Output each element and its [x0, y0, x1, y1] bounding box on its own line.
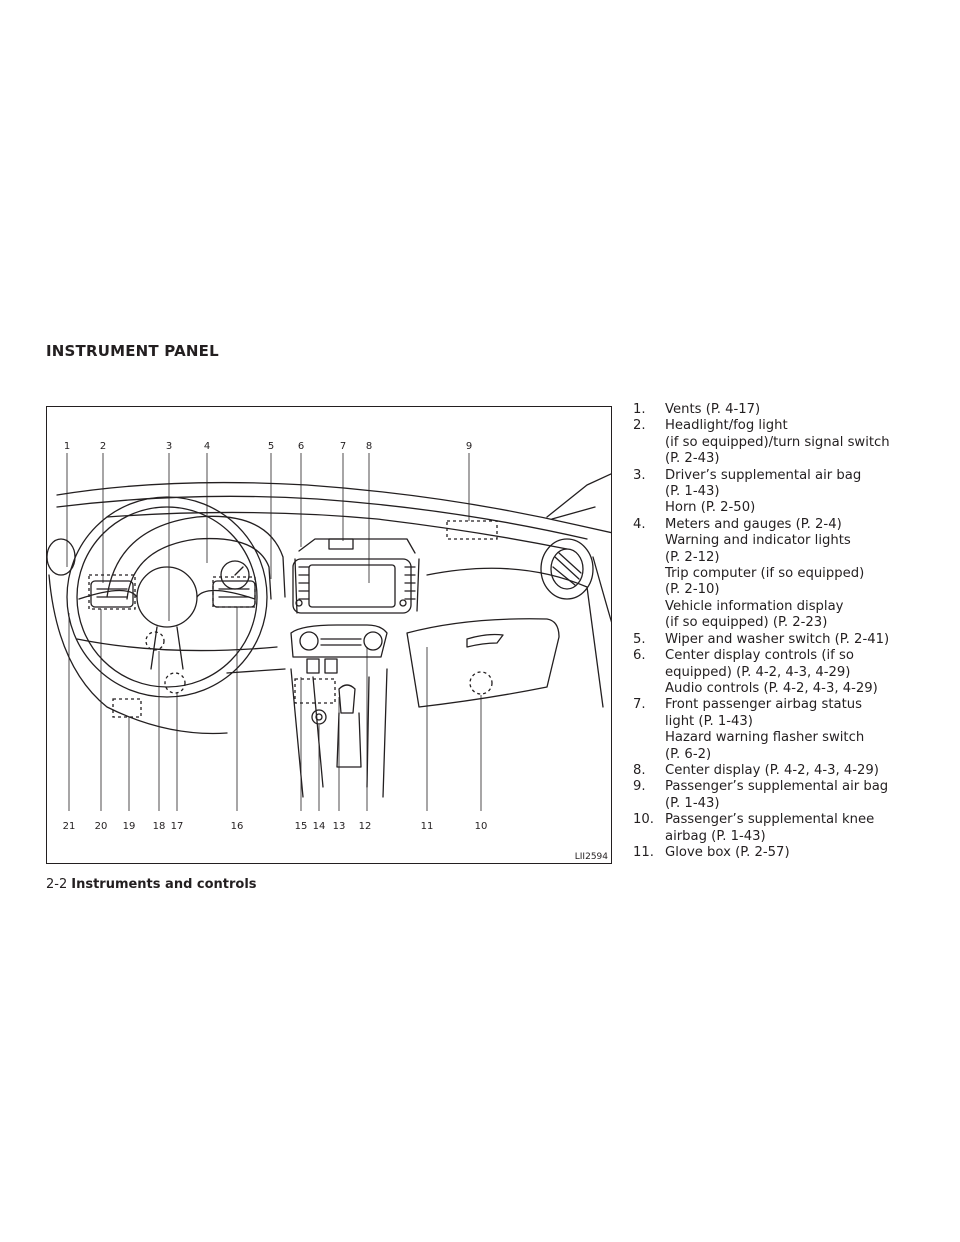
legend-item-text: Passenger’s supplemental air bag: [665, 779, 889, 795]
legend-item-text: Driver’s supplemental air bag: [665, 467, 862, 483]
legend-item-text: Meters and gauges (P. 2-4): [665, 516, 842, 532]
instrument-panel-illustration: 1 2 3 4 5 6 7 8 9 21 20 19 18 17 16 15 1…: [47, 441, 611, 832]
legend-item: 2. Headlight/fog light(if so equipped)/tu…: [633, 418, 933, 467]
legend-item-text: Wiper and washer switch (P. 2-41): [665, 631, 890, 647]
legend-item-number: 5.: [633, 631, 646, 647]
legend-item-text: Passenger’s supplemental knee: [665, 812, 875, 828]
legend-item-text: Warning and indicator lights: [665, 533, 851, 549]
legend-item: 1. Vents (P. 4-17): [633, 402, 933, 418]
legend-item-text: Front passenger airbag status: [665, 697, 863, 713]
legend-item-text: (P. 1-43): [665, 484, 720, 500]
legend-item-number: 7.: [633, 697, 646, 713]
callout-17: 17: [171, 821, 184, 832]
callout-6: 6: [298, 441, 304, 452]
callout-2: 2: [100, 441, 106, 452]
legend-item-text: equipped) (P. 4-2, 4-3, 4-29): [665, 664, 851, 680]
legend-item: 3. Driver’s supplemental air bag(P. 1-43)…: [633, 468, 933, 517]
legend-item-text: (if so equipped) (P. 2-23): [665, 615, 828, 631]
legend-item-number: 8.: [633, 762, 646, 778]
legend-item-text: (P. 2-10): [665, 582, 720, 598]
legend-item: 5. Wiper and washer switch (P. 2-41): [633, 632, 933, 648]
callout-10: 10: [475, 821, 488, 832]
legend-item-number: 4.: [633, 516, 646, 532]
callout-1: 1: [64, 441, 70, 452]
legend-item: 11. Glove box (P. 2-57): [633, 845, 933, 861]
legend-item-text: Headlight/fog light: [665, 418, 788, 434]
legend-item-number: 6.: [633, 648, 646, 664]
legend-item-text: (P. 2-43): [665, 451, 720, 467]
callout-13: 13: [333, 821, 346, 832]
legend-item-text: (if so equipped)/turn signal switch: [665, 434, 890, 450]
legend-item-text: Center display (P. 4-2, 4-3, 4-29): [665, 762, 879, 778]
legend-item-text: Hazard warning flasher switch: [665, 730, 865, 746]
callout-5: 5: [268, 441, 274, 452]
callout-15: 15: [295, 821, 308, 832]
legend-item-text: Vehicle information display: [665, 598, 844, 614]
legend-item: 9. Passenger’s supplemental air bag(P. 1-…: [633, 779, 933, 812]
legend-item-text: airbag (P. 1-43): [665, 828, 766, 844]
legend-item-text: Center display controls (if so: [665, 648, 854, 664]
callout-3: 3: [166, 441, 172, 452]
callout-14: 14: [313, 821, 326, 832]
callout-20: 20: [95, 821, 108, 832]
legend-item-number: 10.: [633, 812, 654, 828]
footer-section-title: Instruments and controls: [71, 877, 257, 892]
callout-7: 7: [340, 441, 346, 452]
legend-item-text: (P. 1-43): [665, 795, 720, 811]
instrument-panel-figure: 1 2 3 4 5 6 7 8 9 21 20 19 18 17 16 15 1…: [46, 406, 612, 864]
legend-item-number: 1.: [633, 402, 646, 417]
figure-code: LII2594: [574, 852, 608, 862]
callout-9: 9: [466, 441, 472, 452]
legend-item-text: Audio controls (P. 4-2, 4-3, 4-29): [665, 680, 878, 696]
section-title: INSTRUMENT PANEL: [46, 342, 219, 360]
legend-item-number: 9.: [633, 779, 646, 795]
legend-item-text: light (P. 1-43): [665, 713, 753, 729]
legend-item-number: 3.: [633, 467, 646, 483]
legend-item-number: 11.: [633, 844, 654, 860]
callout-12: 12: [359, 821, 372, 832]
legend-item-text: Horn (P. 2-50): [665, 500, 756, 516]
legend-item-number: 2.: [633, 418, 646, 434]
legend-item-text: (P. 6-2): [665, 746, 712, 762]
legend-item-text: (P. 2-12): [665, 549, 720, 565]
callout-8: 8: [366, 441, 372, 452]
callout-21: 21: [63, 821, 76, 832]
page-number: 2-2: [46, 877, 68, 892]
legend-list: 1.Vents (P. 4-17)2.Headlight/fog light(i…: [633, 402, 933, 861]
callout-19: 19: [123, 821, 136, 832]
callout-4: 4: [204, 441, 210, 452]
legend-item-text: Trip computer (if so equipped): [665, 566, 865, 582]
callout-16: 16: [231, 821, 244, 832]
callout-18: 18: [153, 821, 166, 832]
legend-item-text: Vents (P. 4-17): [665, 402, 761, 417]
legend-item: 8. Center display (P. 4-2, 4-3, 4-29): [633, 763, 933, 779]
legend-item-text: Glove box (P. 2-57): [665, 844, 790, 860]
legend-item: 4. Meters and gauges (P. 2-4)Warning and …: [633, 517, 933, 632]
callout-11: 11: [421, 821, 434, 832]
